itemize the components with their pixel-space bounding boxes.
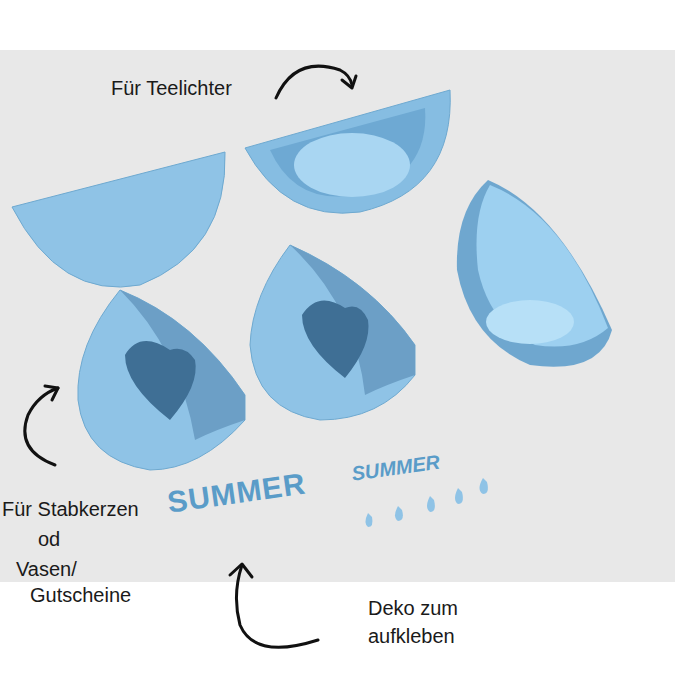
teardrop-block	[78, 290, 245, 470]
tealight-cavity	[270, 108, 425, 197]
pointer-arrow	[236, 565, 318, 647]
drop	[395, 506, 403, 521]
annotation-label: Für Teelichter	[111, 76, 232, 100]
heart-cavity	[302, 300, 369, 378]
teardrop-block	[250, 245, 415, 420]
annotation-label: Für Stabkerzen	[2, 497, 139, 521]
teardrop-side	[120, 290, 245, 440]
drop	[427, 496, 435, 512]
annotation-label: Vasen/	[16, 557, 77, 581]
background-panel	[0, 50, 675, 582]
arrow-head	[45, 386, 58, 400]
pointer-arrow	[276, 66, 352, 98]
tealight-holder	[245, 90, 450, 213]
drop	[366, 513, 373, 527]
drop	[455, 488, 463, 504]
drop	[480, 478, 488, 494]
teardrop-side	[290, 245, 415, 395]
annotation-label: aufkleben	[368, 624, 455, 648]
half-sphere-floor	[486, 300, 574, 344]
arrow-head	[342, 76, 356, 88]
annotation-label: od	[38, 527, 60, 551]
arrow-head	[230, 564, 252, 577]
heart-cavity	[125, 341, 196, 420]
annotation-label: Gutscheine	[30, 583, 131, 607]
half-sphere-inner	[477, 185, 609, 347]
annotation-label: Deko zum	[368, 596, 458, 620]
half-disc	[12, 152, 225, 287]
tealight-floor	[294, 133, 410, 197]
half-sphere-outer	[457, 180, 612, 367]
